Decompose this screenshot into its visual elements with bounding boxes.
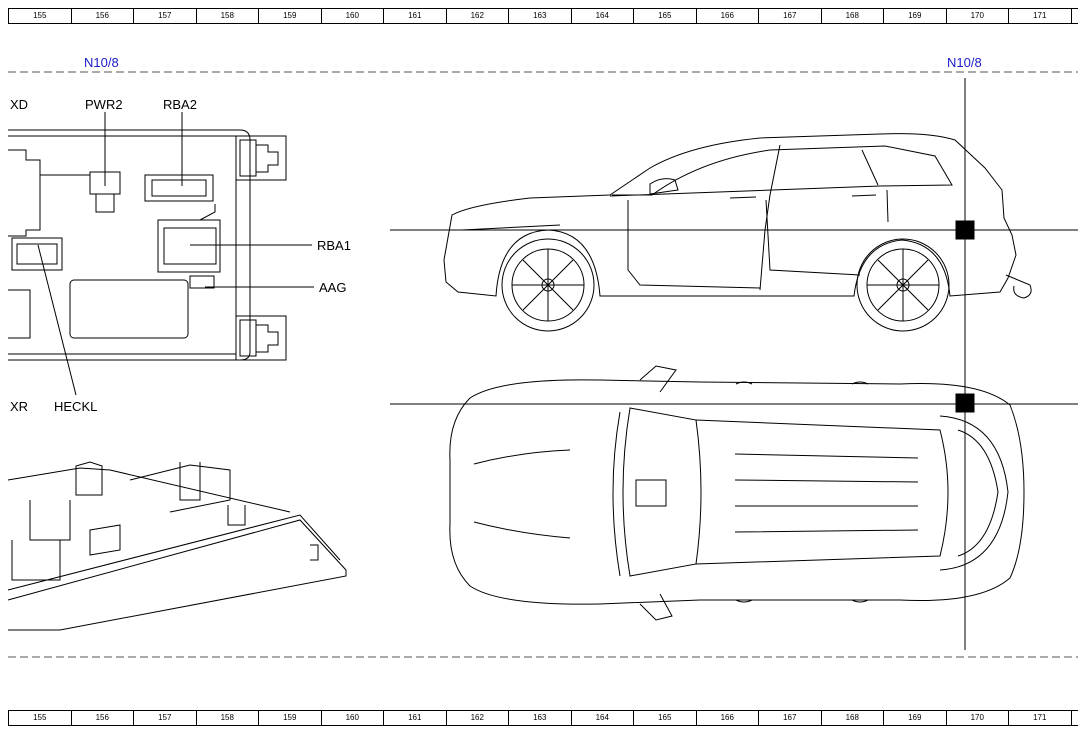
connector-label-aag: AAG	[319, 280, 347, 295]
ruler-cell: 167	[758, 9, 821, 23]
ruler-cell: 166	[695, 9, 759, 23]
module-id-left: N10/8	[84, 55, 119, 70]
ruler-cell: 166	[695, 711, 759, 725]
ruler-cell: 163	[508, 711, 571, 725]
ruler-cell: 159	[258, 711, 321, 725]
ruler-cell: 155	[8, 9, 71, 23]
control-unit-drawing	[8, 129, 287, 361]
ruler-cell	[1070, 711, 1079, 725]
connector-label-xd: XD	[9, 97, 28, 112]
connector-label-rba1: RBA1	[317, 238, 351, 253]
ruler-cell: 162	[445, 9, 509, 23]
ruler-cell: 157	[133, 9, 196, 23]
ruler-cell: 157	[133, 711, 196, 725]
ruler-cell: 168	[820, 9, 884, 23]
ruler-cell: 170	[945, 711, 1009, 725]
ruler-cell: 159	[258, 9, 321, 23]
ruler-cell: 160	[320, 711, 384, 725]
ruler-cell: 171	[1008, 711, 1071, 725]
ruler-cell	[1070, 9, 1079, 23]
ruler-cell: 158	[195, 9, 259, 23]
ruler-cell: 165	[633, 9, 696, 23]
location-marker-top	[955, 393, 975, 413]
connector-label-heckl: HECKL	[54, 399, 98, 414]
ruler-cell: 156	[70, 711, 134, 725]
ruler-cell: 164	[570, 9, 634, 23]
connector-label-xr: XR	[9, 399, 28, 414]
ruler-cell: 167	[758, 711, 821, 725]
ruler-cell: 155	[8, 711, 71, 725]
location-marker-side	[955, 220, 975, 240]
ruler-cell: 168	[820, 711, 884, 725]
ruler-cell: 160	[320, 9, 384, 23]
ruler-cell: 156	[70, 9, 134, 23]
ruler-cell: 165	[633, 711, 696, 725]
module-id-right: N10/8	[947, 55, 982, 70]
car-side-view-drawing	[443, 133, 1032, 332]
ruler-cell: 171	[1008, 9, 1071, 23]
ruler-cell: 170	[945, 9, 1009, 23]
ruler-cell: 169	[883, 711, 946, 725]
ruler-cell: 163	[508, 9, 571, 23]
ruler-cell: 158	[195, 711, 259, 725]
ruler-cell: 169	[883, 9, 946, 23]
connector-label-rba2: RBA2	[163, 97, 197, 112]
leader-heckl	[37, 244, 77, 396]
control-unit-iso-drawing	[7, 461, 347, 631]
car-top-view-drawing	[449, 365, 1025, 621]
ruler-cell: 161	[383, 711, 446, 725]
ruler-cell: 162	[445, 711, 509, 725]
ruler-cell: 161	[383, 9, 446, 23]
ruler-cell: 164	[570, 711, 634, 725]
connector-label-pwr2: PWR2	[85, 97, 123, 112]
